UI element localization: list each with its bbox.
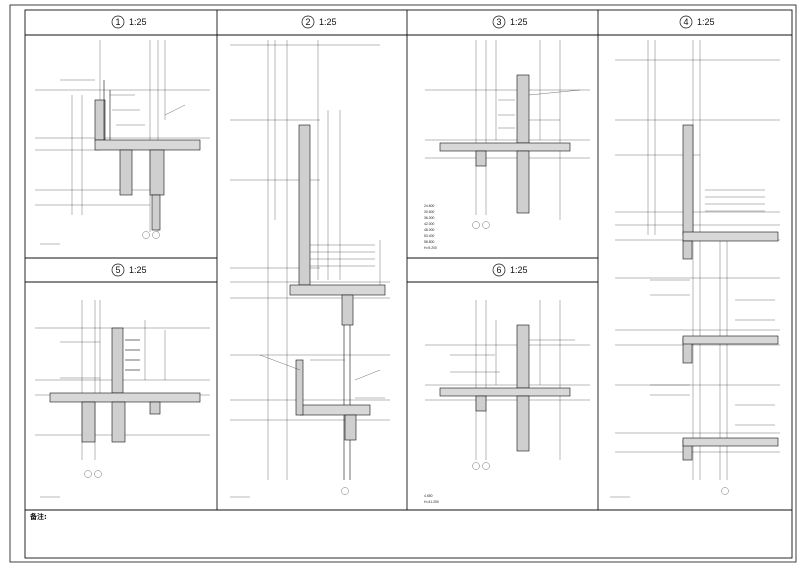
level-value: 58.800 [424, 240, 434, 244]
panel-number: 6 [496, 265, 501, 275]
outer-border [9, 4, 797, 563]
level-value: 24.600 [424, 204, 434, 208]
panel-header-6: 6 1:25 [492, 263, 528, 277]
inner-border [24, 9, 793, 559]
panel-scale: 1:25 [129, 265, 147, 275]
panel-number: 3 [496, 17, 501, 27]
panel-header-2: 2 1:25 [301, 15, 337, 29]
detail-panel-1 [35, 40, 210, 245]
detail-panel-3: 24.600 30.600 36.000 42.000 48.000 53.40… [424, 40, 590, 250]
panel-scale: 1:25 [510, 17, 528, 27]
panel-number: 1 [115, 17, 120, 27]
panel-header-5: 5 1:25 [111, 263, 147, 277]
panel-scale: 1:25 [129, 17, 147, 27]
level-value: 53.400 [424, 234, 434, 238]
detail-panel-6: 4.650 H=41.250 [424, 300, 590, 504]
panel-header-3: 3 1:25 [492, 15, 528, 29]
level-value: 48.000 [424, 228, 434, 232]
level-value: H=41.250 [424, 500, 439, 504]
panel-number: 4 [683, 17, 688, 27]
panel-scale: 1:25 [697, 17, 715, 27]
notes-label: 备注: [29, 512, 47, 521]
panel-scale: 1:25 [319, 17, 337, 27]
level-value: 30.600 [424, 210, 434, 214]
level-value: 4.650 [424, 494, 433, 498]
panel-scale: 1:25 [510, 265, 528, 275]
level-value: 36.000 [424, 216, 434, 220]
detail-panel-5 [35, 300, 210, 498]
detail-panel-2 [230, 40, 390, 498]
level-value: H=9.200 [424, 246, 437, 250]
detail-panel-4 [610, 40, 780, 498]
panel-header-4: 4 1:25 [679, 15, 715, 29]
level-value: 42.000 [424, 222, 434, 226]
panel-header-1: 1 1:25 [111, 15, 147, 29]
panel-number: 2 [305, 17, 310, 27]
panel-number: 5 [115, 265, 120, 275]
level-list: 24.600 30.600 36.000 42.000 48.000 53.40… [424, 204, 437, 250]
